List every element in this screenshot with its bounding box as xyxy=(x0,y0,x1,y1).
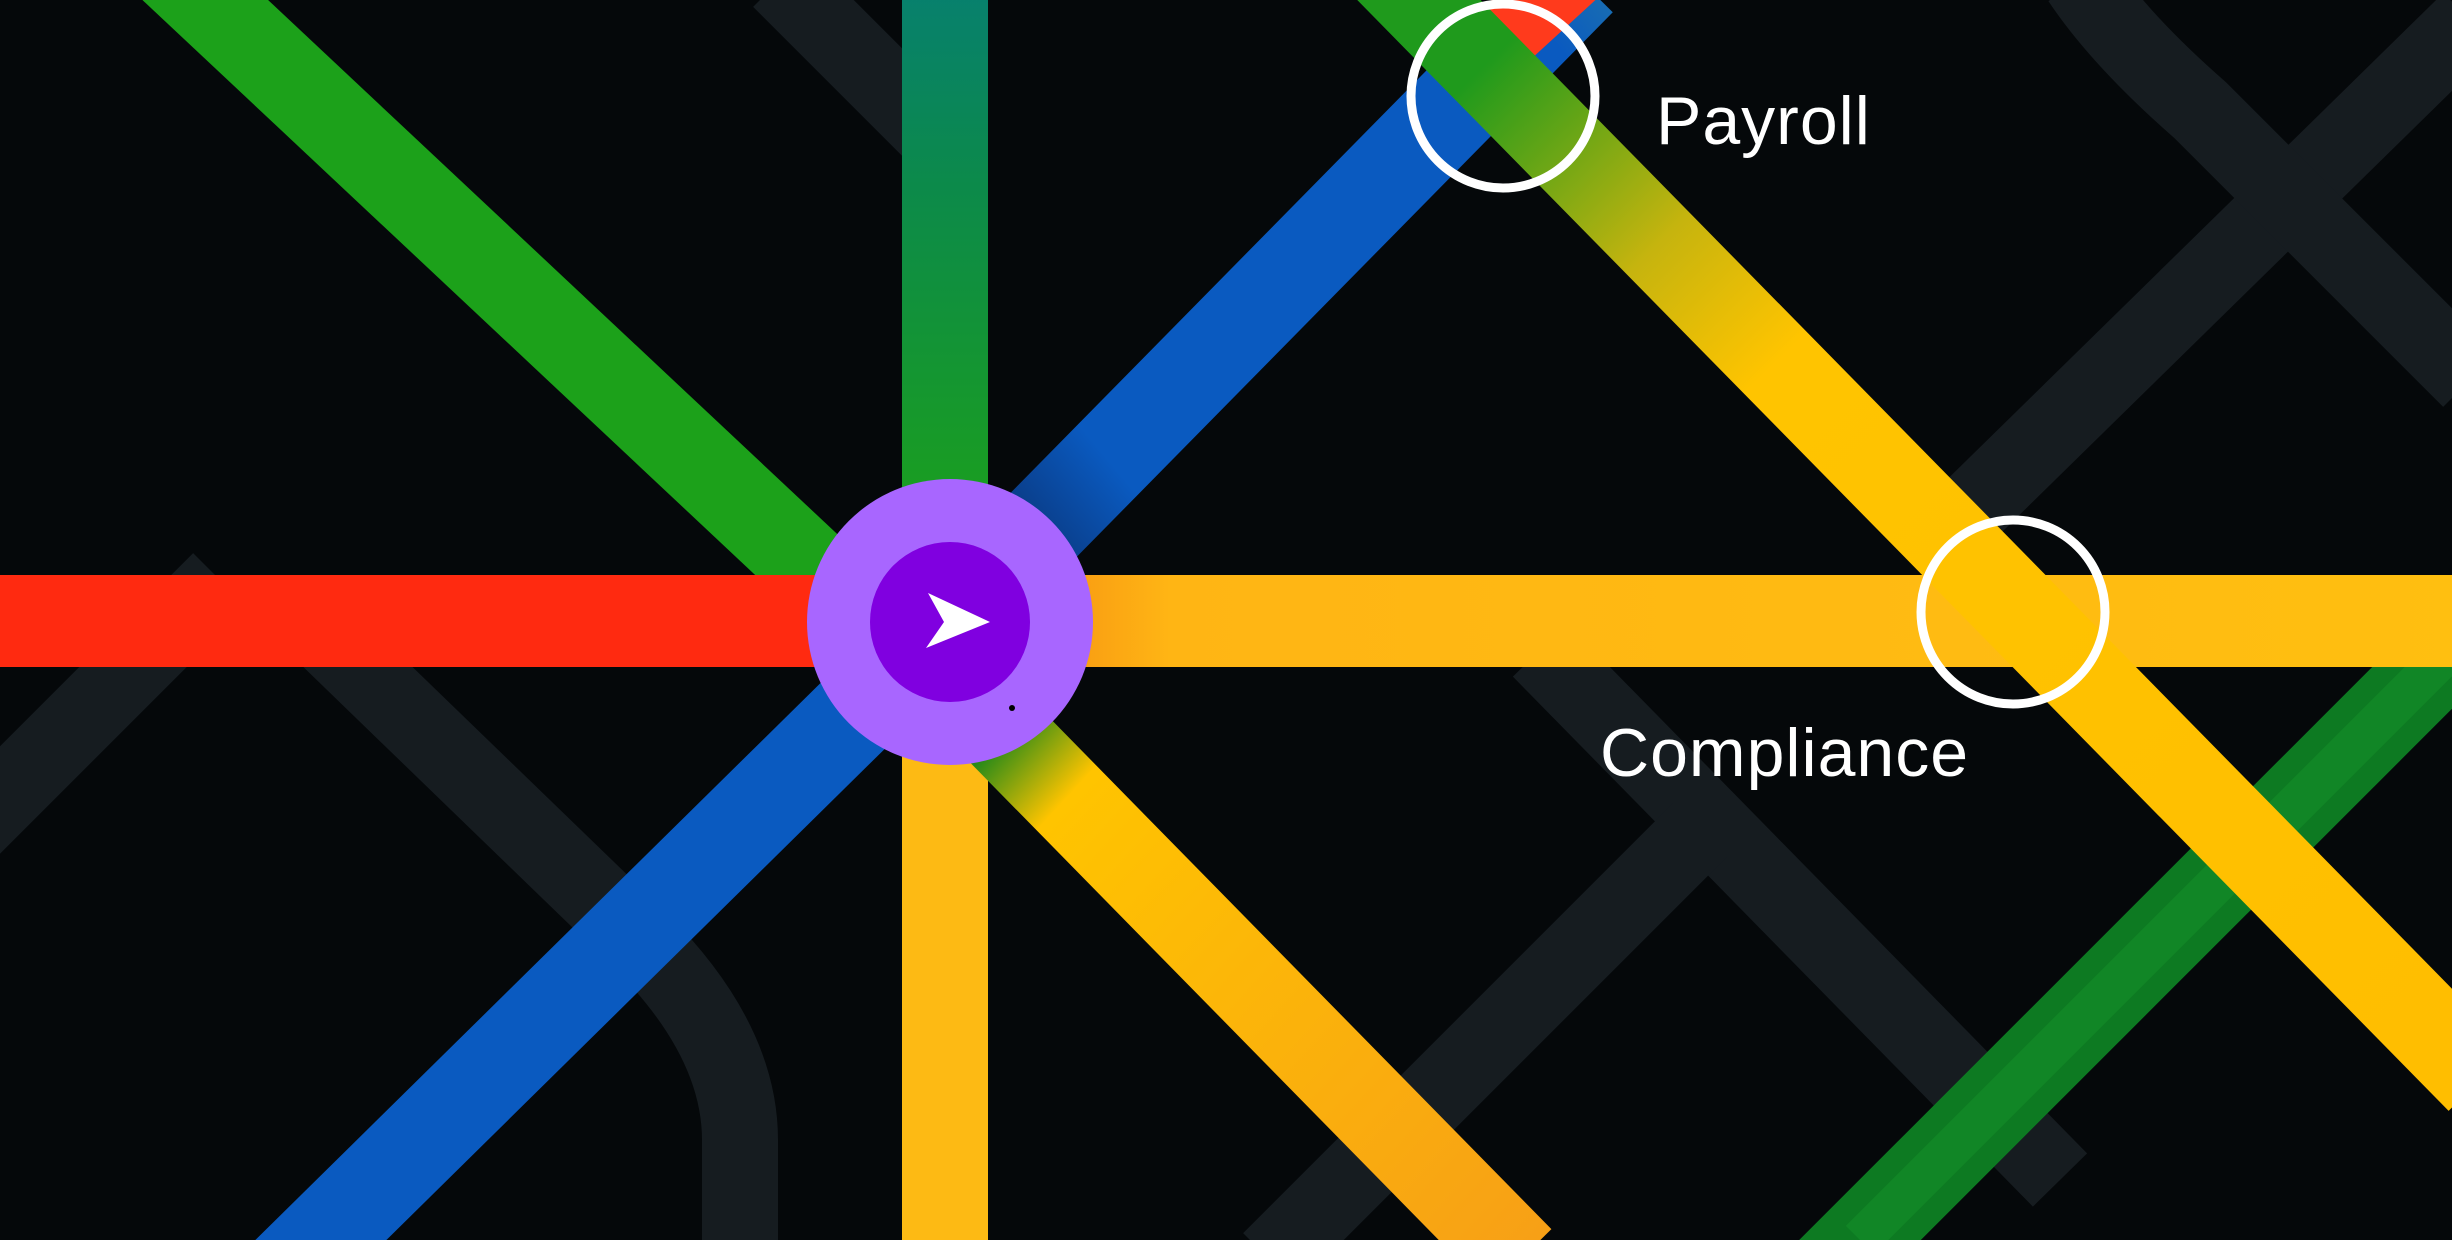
play-arrow-icon xyxy=(926,593,990,648)
orange-line-horizontal-right xyxy=(940,575,2452,667)
station-compliance[interactable]: Compliance xyxy=(1600,515,2110,791)
blue-line-lower-left xyxy=(255,587,983,1240)
green-line-upper-left xyxy=(142,0,880,637)
red-line-horizontal-left xyxy=(0,575,930,667)
hub-dot xyxy=(1009,705,1015,711)
station-payroll[interactable]: Payroll xyxy=(1406,0,1871,193)
yellow-line-lower-right xyxy=(958,689,1552,1240)
hub-station[interactable] xyxy=(807,479,1093,765)
green-line-lower-right-highlight xyxy=(1845,619,2452,1240)
yellow-line-vertical-bottom xyxy=(902,700,988,1240)
station-ring-compliance xyxy=(1916,515,2110,709)
station-ring-payroll xyxy=(1406,0,1600,193)
red-line-top-stub xyxy=(1476,0,1596,66)
yellow-line-diagonal xyxy=(1357,0,2452,1111)
station-label-payroll: Payroll xyxy=(1656,83,1871,159)
station-label-compliance: Compliance xyxy=(1600,715,1969,791)
teal-line-vertical-top xyxy=(902,0,988,550)
